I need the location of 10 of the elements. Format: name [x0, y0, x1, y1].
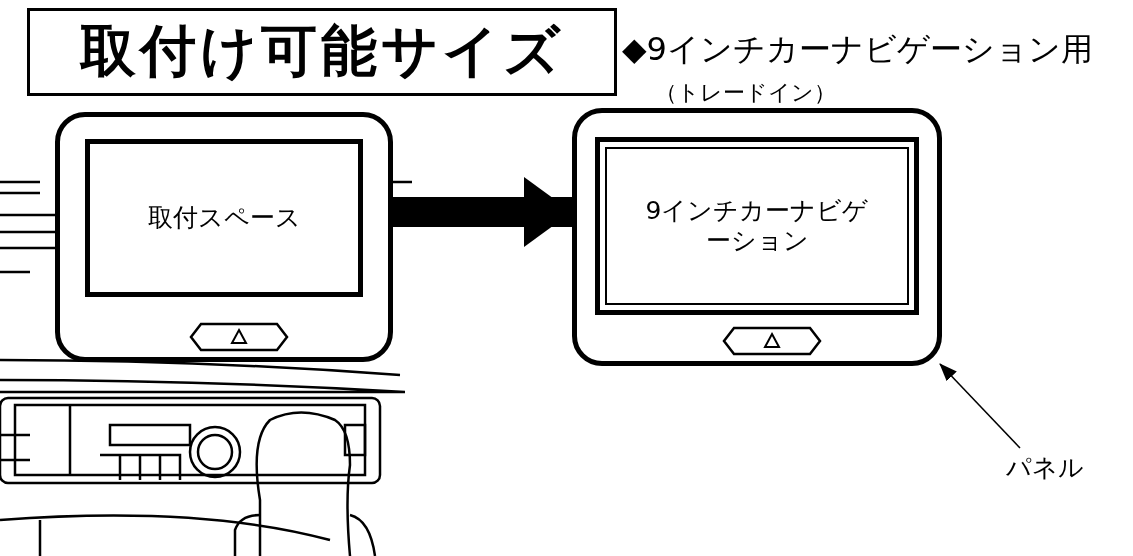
navigation-unit — [55, 112, 393, 362]
leader-line — [939, 363, 1021, 449]
screen-label: 取付スペース — [147, 203, 301, 233]
callout-label: パネル — [1006, 453, 1084, 483]
heading-text: ◆9インチカーナビゲーション用 — [622, 29, 1093, 70]
title-box: 取付け可能サイズ — [27, 8, 617, 96]
navigation-unit — [572, 108, 942, 366]
arrow — [393, 177, 572, 247]
heading-text: （トレードイン） — [655, 79, 836, 107]
screen-label: 9インチカーナビゲーション — [644, 196, 870, 256]
